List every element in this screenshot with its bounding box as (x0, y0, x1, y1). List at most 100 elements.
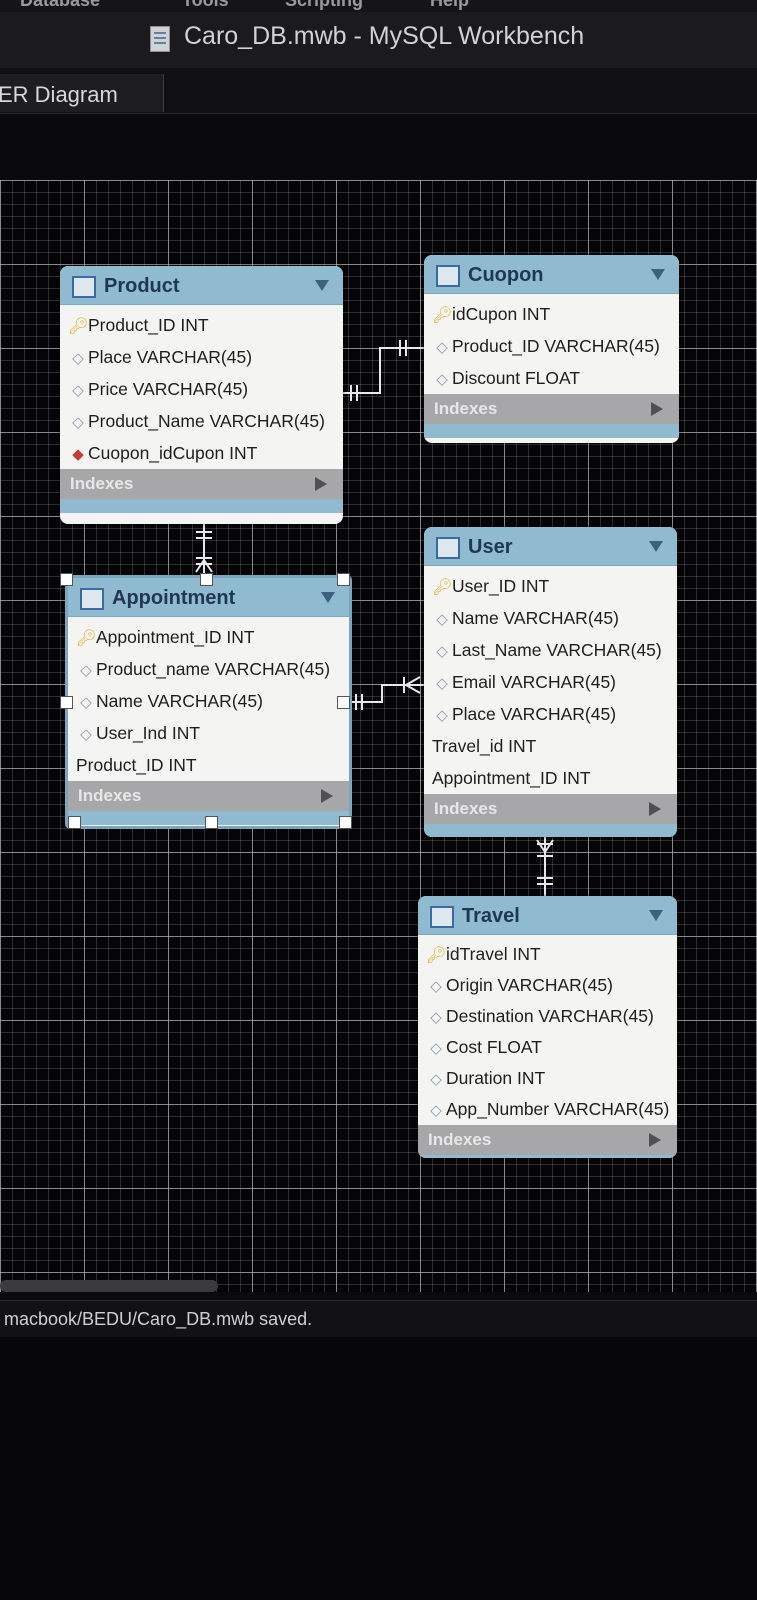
relationship-lines (195, 340, 554, 896)
column-row[interactable]: ◇Product_ID VARCHAR(45) (424, 330, 679, 362)
table-user[interactable]: User 🔑︎User_ID INT ◇Name VARCHAR(45) ◇La… (424, 527, 677, 837)
table-footer (60, 499, 343, 513)
indexes-section[interactable]: Indexes (68, 781, 349, 811)
table-travel[interactable]: Travel 🔑︎idTravel INT ◇Origin VARCHAR(45… (418, 896, 677, 1158)
resize-handle[interactable] (60, 573, 73, 586)
column-diamond-icon: ◇ (430, 978, 442, 995)
column-row[interactable]: ◆Cuopon_idCupon INT (60, 437, 343, 469)
foreign-key-diamond-icon: ◆ (72, 446, 84, 463)
column-row[interactable]: ◇User_Ind INT (68, 717, 349, 749)
column-diamond-icon: ◇ (430, 1102, 442, 1119)
column-diamond-icon: ◇ (430, 1040, 442, 1057)
column-diamond-icon: ◇ (72, 414, 84, 431)
expand-arrow-icon[interactable] (651, 402, 663, 416)
column-row[interactable]: 🔑︎Product_ID INT (60, 309, 343, 341)
table-product[interactable]: Product 🔑︎Product_ID INT ◇Place VARCHAR(… (60, 266, 343, 524)
table-icon (436, 265, 460, 287)
column-row[interactable]: ◇Cost FLOAT (418, 1032, 677, 1063)
column-row[interactable]: Travel_id INT (432, 736, 537, 756)
indexes-label: Indexes (70, 474, 134, 493)
column-row[interactable]: ◇Duration INT (418, 1063, 677, 1094)
table-icon (80, 588, 104, 610)
relation-appointment-user (349, 684, 426, 703)
column-row[interactable]: ◇Product_Name VARCHAR(45) (60, 405, 343, 437)
expand-arrow-icon[interactable] (315, 477, 327, 491)
column-row[interactable]: 🔑︎idCupon INT (424, 298, 679, 330)
resize-handle[interactable] (205, 816, 218, 829)
indexes-label: Indexes (434, 799, 498, 818)
column-row[interactable]: ◇Name VARCHAR(45) (424, 602, 677, 634)
column-row[interactable]: ◇Email VARCHAR(45) (424, 666, 677, 698)
indexes-section[interactable]: Indexes (424, 394, 679, 424)
collapse-chevron-icon[interactable] (321, 592, 335, 603)
column-row[interactable]: ◇Product_name VARCHAR(45) (68, 653, 349, 685)
column-row[interactable]: ◇Place VARCHAR(45) (60, 341, 343, 373)
resize-handle[interactable] (337, 573, 350, 586)
column-row[interactable]: ◇Discount FLOAT (424, 362, 679, 394)
column-diamond-icon: ◇ (430, 1009, 442, 1026)
expand-arrow-icon[interactable] (321, 789, 333, 803)
indexes-label: Indexes (428, 1130, 492, 1149)
resize-handle[interactable] (339, 816, 352, 829)
toolbar-area (0, 114, 757, 180)
tab-label: ER Diagram (0, 82, 118, 107)
table-name: User (468, 536, 513, 558)
column-row[interactable]: Product_ID INT (76, 755, 197, 775)
primary-key-icon: 🔑︎ (432, 307, 453, 324)
table-cuopon[interactable]: Cuopon 🔑︎idCupon INT ◇Product_ID VARCHAR… (424, 255, 679, 443)
table-icon (430, 906, 454, 928)
resize-handle[interactable] (60, 696, 73, 709)
tab-bar: ER Diagram (0, 68, 757, 114)
background-area (0, 1337, 757, 1600)
table-header[interactable]: Travel (418, 896, 677, 935)
horizontal-scrollbar[interactable] (0, 1280, 218, 1292)
collapse-chevron-icon[interactable] (315, 280, 329, 291)
column-row[interactable]: ◇Name VARCHAR(45) (68, 685, 349, 717)
table-appointment[interactable]: Appointment 🔑︎Appointment_ID INT ◇Produc… (65, 575, 352, 829)
column-diamond-icon: ◇ (80, 726, 92, 743)
menu-item-scripting[interactable]: Scripting (285, 0, 364, 10)
menu-item-tools[interactable]: Tools (182, 0, 229, 10)
primary-key-icon: 🔑︎ (432, 579, 453, 596)
indexes-label: Indexes (78, 786, 142, 805)
column-row[interactable]: 🔑︎User_ID INT (424, 570, 677, 602)
primary-key-icon: 🔑︎ (426, 947, 447, 964)
resize-handle[interactable] (200, 573, 213, 586)
table-header[interactable]: Product (60, 266, 343, 305)
column-diamond-icon: ◇ (436, 707, 448, 724)
column-row[interactable]: ◇App_Number VARCHAR(45) (418, 1094, 677, 1125)
indexes-section[interactable]: Indexes (424, 794, 677, 824)
column-row[interactable]: ◇Last_Name VARCHAR(45) (424, 634, 677, 666)
column-row[interactable]: ◇Price VARCHAR(45) (60, 373, 343, 405)
indexes-section[interactable]: Indexes (60, 469, 343, 499)
column-row[interactable]: 🔑︎idTravel INT (418, 939, 677, 970)
collapse-chevron-icon[interactable] (649, 541, 663, 552)
menu-item-help[interactable]: Help (430, 0, 470, 10)
collapse-chevron-icon[interactable] (649, 910, 663, 921)
tab-er-diagram[interactable]: ER Diagram (0, 74, 164, 112)
column-row[interactable]: Appointment_ID INT (432, 768, 591, 788)
column-row[interactable]: ◇Origin VARCHAR(45) (418, 970, 677, 1001)
column-diamond-icon: ◇ (436, 339, 448, 356)
table-header[interactable]: User (424, 527, 677, 566)
column-diamond-icon: ◇ (436, 675, 448, 692)
menu-item-database[interactable]: Database (20, 0, 101, 10)
collapse-chevron-icon[interactable] (651, 269, 665, 280)
column-diamond-icon: ◇ (80, 662, 92, 679)
primary-key-icon: 🔑︎ (76, 630, 97, 647)
expand-arrow-icon[interactable] (649, 802, 661, 816)
table-name: Product (104, 275, 180, 297)
indexes-section[interactable]: Indexes (418, 1125, 677, 1155)
column-row[interactable]: ◇Destination VARCHAR(45) (418, 1001, 677, 1032)
column-row[interactable]: 🔑︎Appointment_ID INT (68, 621, 349, 653)
column-diamond-icon: ◇ (436, 371, 448, 388)
column-diamond-icon: ◇ (430, 1071, 442, 1088)
resize-handle[interactable] (68, 816, 81, 829)
relation-product-cuopon (343, 347, 424, 394)
column-row[interactable]: ◇Place VARCHAR(45) (424, 698, 677, 730)
column-diamond-icon: ◇ (72, 350, 84, 367)
er-diagram-canvas[interactable]: Product 🔑︎Product_ID INT ◇Place VARCHAR(… (0, 180, 757, 1292)
expand-arrow-icon[interactable] (649, 1133, 661, 1147)
table-header[interactable]: Cuopon (424, 255, 679, 294)
resize-handle[interactable] (337, 696, 350, 709)
